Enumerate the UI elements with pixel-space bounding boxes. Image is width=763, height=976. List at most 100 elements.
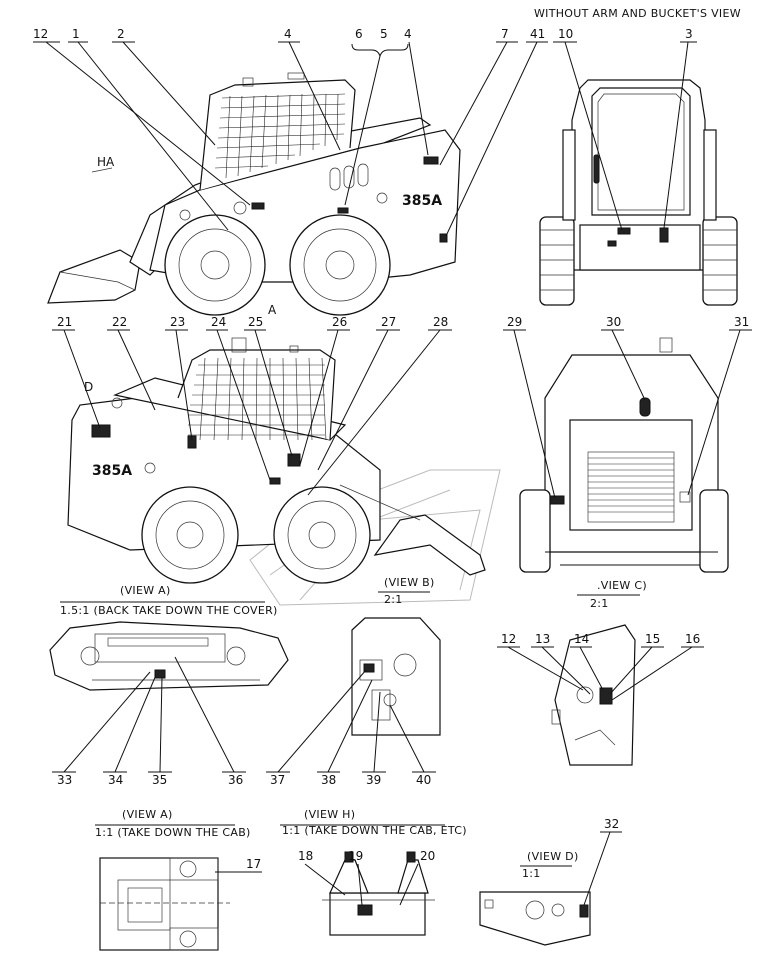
callout-14: 14 (574, 632, 589, 646)
decal-30 (639, 397, 651, 417)
callout-11: 12 (33, 27, 48, 41)
callout-6: 5 (380, 27, 388, 41)
view-c-title: .VIEW C) (597, 579, 647, 592)
callout-19: 19 (348, 849, 363, 863)
callout-12: 12 (501, 632, 516, 646)
callout-32: 32 (604, 817, 619, 831)
view-a-bottom-title: (VIEW A) (122, 808, 173, 821)
callout-23: 23 (170, 315, 185, 329)
decal-3 (659, 227, 669, 243)
callout-40: 40 (416, 773, 431, 787)
callout-26: 26 (332, 315, 347, 329)
callout-1: 1 (72, 27, 80, 41)
callout-38: 38 (321, 773, 336, 787)
callout-27: 27 (381, 315, 396, 329)
cab-guard-grid-right (188, 357, 327, 441)
callout-7: 6 (355, 27, 363, 41)
view-a-detail-top: (VIEW A) 1.5:1 (BACK TAKE DOWN THE COVER… (49, 584, 289, 691)
decal-35 (154, 669, 166, 679)
callout-22: 22 (112, 315, 127, 329)
callout-8: 7 (501, 27, 509, 41)
decal-31 (679, 491, 691, 503)
tire-rear-right (141, 486, 239, 584)
view-b-title: (VIEW B) (384, 576, 435, 589)
view-b-scale: 2:1 (384, 593, 403, 606)
decal-41 (439, 233, 448, 243)
tire-rear-view-right (702, 216, 738, 306)
callout-13: 13 (535, 632, 550, 646)
decal-29 (549, 495, 565, 505)
decal-5 (423, 156, 439, 165)
callout-20: 20 (420, 849, 435, 863)
decal-11 (251, 202, 265, 210)
bracket-plate (479, 891, 591, 946)
callout-15: 15 (645, 632, 660, 646)
callout-35: 35 (152, 773, 167, 787)
callout-31: 31 (734, 315, 749, 329)
callout-5: 4 (404, 27, 412, 41)
marker-hn: HA (97, 155, 115, 169)
decal-21 (91, 424, 111, 438)
tire-rear-view-left (539, 216, 575, 306)
tire-front-right (273, 486, 371, 584)
view-b-detail: (VIEW B) 2:1 (351, 576, 441, 736)
view-a-detail-bottom: (VIEW A) 1:1 (TAKE DOWN THE CAB) (95, 808, 250, 951)
callout-24: 24 (211, 315, 226, 329)
callout-18: 18 (298, 849, 313, 863)
decal-23 (187, 435, 197, 449)
engine-grille (587, 451, 675, 523)
decal-7 (337, 207, 349, 214)
cab-door-window (591, 87, 691, 216)
view-c-detail: .VIEW C) 2:1 (551, 579, 647, 766)
callout-33: 33 (57, 773, 72, 787)
rear-cover-outline (49, 621, 289, 691)
side-view-right: 385A D A (67, 303, 501, 606)
header-caption: WITHOUT ARM AND BUCKET'S VIEW (534, 7, 741, 20)
view-a-top-scale: 1.5:1 (BACK TAKE DOWN THE COVER) (60, 604, 278, 617)
callout-41: 41 (530, 27, 545, 41)
decal-32 (579, 904, 589, 918)
callout-29: 29 (507, 315, 522, 329)
rear-view-engine (519, 337, 729, 573)
callout-25: 25 (248, 315, 263, 329)
callout-16: 16 (685, 632, 700, 646)
view-a-top-title: (VIEW A) (120, 584, 171, 597)
floor-plate (99, 857, 219, 951)
view-d-detail: (VIEW D) 1:1 (479, 850, 591, 946)
callout-10: 10 (558, 27, 573, 41)
model-badge-left: 385A (402, 193, 442, 209)
control-base (329, 892, 426, 936)
marker-d: D (84, 380, 93, 394)
callout-2: 2 (117, 27, 125, 41)
bucket-front (47, 249, 141, 304)
marker-a: A (268, 303, 277, 317)
callout-28: 28 (433, 315, 448, 329)
view-h-scale: 1:1 (TAKE DOWN THE CAB, ETC) (282, 824, 467, 837)
side-view-left: 385A HA (47, 72, 461, 316)
bucket-right (373, 514, 486, 576)
callout-39: 39 (366, 773, 381, 787)
decal-25 (287, 453, 301, 467)
joystick-left (329, 859, 369, 894)
tire-front-left (289, 214, 391, 316)
decal-10 (617, 227, 631, 235)
view-h-title: (VIEW H) (304, 808, 355, 821)
panel-outline (554, 624, 636, 766)
view-d-scale: 1:1 (522, 867, 541, 880)
callout-3: 3 (685, 27, 693, 41)
callout-21: 21 (57, 315, 72, 329)
callout-34: 34 (108, 773, 123, 787)
engine-bay-outline (351, 617, 441, 736)
model-badge-right: 385A (92, 463, 132, 479)
view-c-scale: 2:1 (590, 597, 609, 610)
view-h-detail: (VIEW H) 1:1 (TAKE DOWN THE CAB, ETC) (280, 808, 467, 936)
callout-30: 30 (606, 315, 621, 329)
tire-front-view-left (519, 489, 551, 573)
view-d-title: (VIEW D) (527, 850, 579, 863)
callouts: 12 1 2 4 6 5 4 7 41 10 3 21 22 23 24 25 … (33, 27, 752, 906)
callout-37: 37 (270, 773, 285, 787)
tire-front-view-right (699, 489, 729, 573)
tire-rear-left (164, 214, 266, 316)
